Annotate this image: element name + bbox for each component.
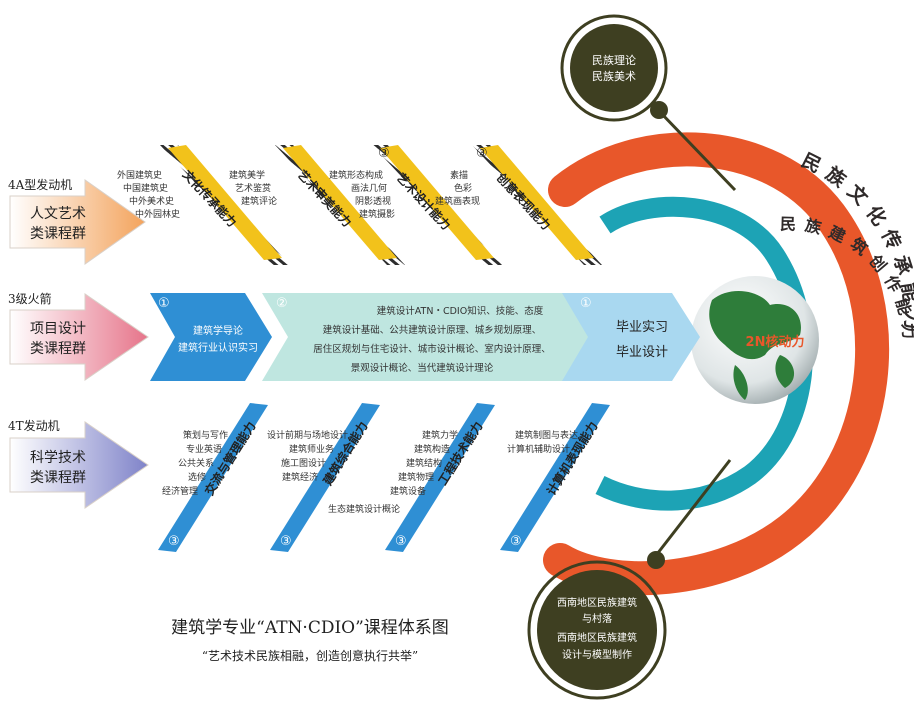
stage3-marker: ①: [580, 296, 592, 311]
bottom-bar-4: ③ 计算机表现能力 建筑制图与表达 计算机辅助设计: [500, 403, 610, 552]
bottom-bar-3-course: 建筑构造: [414, 443, 450, 455]
group3-title-line1: 科学技术: [30, 450, 86, 466]
top-bar-4-course: 色彩: [454, 182, 472, 194]
bottom-bar-3-course: 建筑物理: [398, 471, 434, 483]
top-bar-3-course: 建筑摄影: [359, 208, 395, 220]
group3-arrow: 4T发动机 科学技术 类课程群: [8, 418, 149, 509]
top-bar-1-course: 中外园林史: [135, 208, 180, 220]
stage2-line2: 建筑设计基础、公共建筑设计原理、城乡规划原理、: [323, 324, 542, 336]
bottom-bar-1-course: 选修: [188, 471, 206, 483]
bottom-circle-line1: 西南地区民族建筑: [557, 596, 637, 609]
stage2-line4: 景观设计概论、当代建筑设计理论: [351, 362, 494, 374]
top-bar-4-course: 建筑画表现: [435, 195, 480, 207]
outer-orange-arc: [543, 132, 890, 596]
rocket-stage-2: ② 建筑设计ATN・CDIO知识、技能、态度 建筑设计基础、公共建筑设计原理、城…: [262, 293, 595, 381]
group2-arrow: 3级火箭 项目设计 类课程群: [8, 291, 149, 381]
bottom-bar-4-course: 建筑制图与表达: [515, 429, 578, 441]
group1-tag: 4A型发动机: [8, 177, 72, 192]
group1-arrow: 4A型发动机 人文艺术 类课程群: [8, 177, 146, 265]
bottom-bar-2: ③ 建筑综合能力 设计前期与场地设计 建筑师业务 施工图设计 建筑经济 生态建筑…: [267, 403, 400, 552]
stage3-line2: 毕业设计: [616, 345, 668, 360]
bottom-course-circle: 西南地区民族建筑 与村落 西南地区民族建筑 设计与模型制作: [527, 560, 667, 700]
top-bar-4-marker: ③: [476, 146, 488, 161]
top-connector-dot: [650, 101, 668, 119]
rocket-stage-3: ① 毕业实习 毕业设计: [562, 293, 700, 381]
top-bar-3-course: 画法几何: [351, 182, 387, 194]
top-bar-1-course: 外国建筑史: [117, 169, 162, 181]
globe-label: 2N核动力: [746, 334, 805, 350]
top-circle-line2: 民族美术: [592, 69, 636, 83]
bottom-circle-line2: 与村落: [582, 612, 612, 625]
bottom-bar-4-course: 计算机辅助设计: [507, 443, 570, 455]
top-connector-line: [658, 110, 737, 192]
stage1-marker: ①: [158, 296, 170, 311]
bottom-bar-2-course: 生态建筑设计概论: [328, 503, 400, 515]
stage3-line1: 毕业实习: [616, 320, 668, 335]
bottom-connector-dot: [647, 551, 665, 569]
top-circle-line1: 民族理论: [592, 53, 636, 67]
bottom-bar-2-course: 设计前期与场地设计: [267, 429, 348, 441]
bottom-bar-2-course: 建筑经济: [282, 471, 318, 483]
group3-tag: 4T发动机: [8, 418, 60, 433]
stage1-line1: 建筑学导论: [193, 324, 243, 337]
top-bar-2-course: 艺术鉴赏: [235, 182, 271, 194]
bottom-bar-1-course: 专业英语: [186, 443, 222, 455]
top-bar-2-course: 建筑美学: [229, 169, 265, 181]
top-bar-1-course: 中国建筑史: [123, 182, 168, 194]
globe-icon: 2N核动力: [691, 276, 819, 404]
bottom-bar-1-marker: ③: [168, 534, 180, 549]
bottom-bar-1: ③ 交流与管理能力 策划与写作 专业英语 公共关系 选修 经济管理: [158, 403, 268, 552]
group2-title-line1: 项目设计: [30, 321, 86, 337]
rocket-stage-1: ① 建筑学导论 建筑行业认识实习: [150, 293, 272, 381]
bottom-bar-4-marker: ③: [510, 534, 522, 549]
diagram-title: 建筑学专业“ATN·CDIO”课程体系图: [171, 618, 449, 638]
bottom-bar-2-marker: ③: [280, 534, 292, 549]
bottom-connector-line: [652, 459, 732, 559]
bottom-bar-3: ③ 工程技术能力 建筑力学 建筑构造 建筑结构 建筑物理 建筑设备: [385, 403, 495, 552]
group1-title-line1: 人文艺术: [30, 206, 86, 222]
top-bar-2-course: 建筑评论: [241, 195, 277, 207]
top-bar-4-course: 素描: [450, 169, 468, 181]
top-course-circle: 民族理论 民族美术: [560, 14, 668, 122]
stage2-marker: ②: [276, 296, 288, 311]
group3-title-line2: 类课程群: [30, 470, 86, 486]
bottom-bar-3-course: 建筑结构: [406, 457, 442, 469]
top-bar-3-marker: ③: [378, 146, 390, 161]
bottom-bar-1-course: 策划与写作: [183, 429, 228, 441]
bottom-bar-2-course: 施工图设计: [281, 457, 326, 469]
top-bar-3-course: 建筑形态构成: [329, 169, 383, 181]
diagram-subtitle: “艺术技术民族相融，创造创意执行共举”: [202, 648, 418, 663]
group2-title-line2: 类课程群: [30, 341, 86, 357]
stage2-line1: 建筑设计ATN・CDIO知识、技能、态度: [377, 305, 544, 317]
stage1-line2: 建筑行业认识实习: [178, 341, 258, 354]
group1-title-line2: 类课程群: [30, 226, 86, 242]
bottom-bar-2-course: 建筑师业务: [289, 443, 334, 455]
bottom-bar-1-course: 公共关系: [178, 457, 214, 469]
bottom-circle-line3: 西南地区民族建筑: [557, 631, 637, 644]
bottom-circle-line4: 设计与模型制作: [562, 648, 632, 661]
bottom-bar-3-course: 建筑力学: [422, 429, 458, 441]
stage2-line3: 居住区规划与住宅设计、城市设计概论、室内设计原理、: [313, 343, 551, 355]
top-bar-3-course: 阴影透视: [355, 195, 391, 207]
bottom-bar-3-marker: ③: [395, 534, 407, 549]
bottom-bar-3-course: 建筑设备: [390, 485, 426, 497]
top-bar-1-course: 中外美术史: [129, 195, 174, 207]
bottom-bar-1-course: 经济管理: [162, 485, 198, 497]
group2-tag: 3级火箭: [8, 291, 52, 306]
